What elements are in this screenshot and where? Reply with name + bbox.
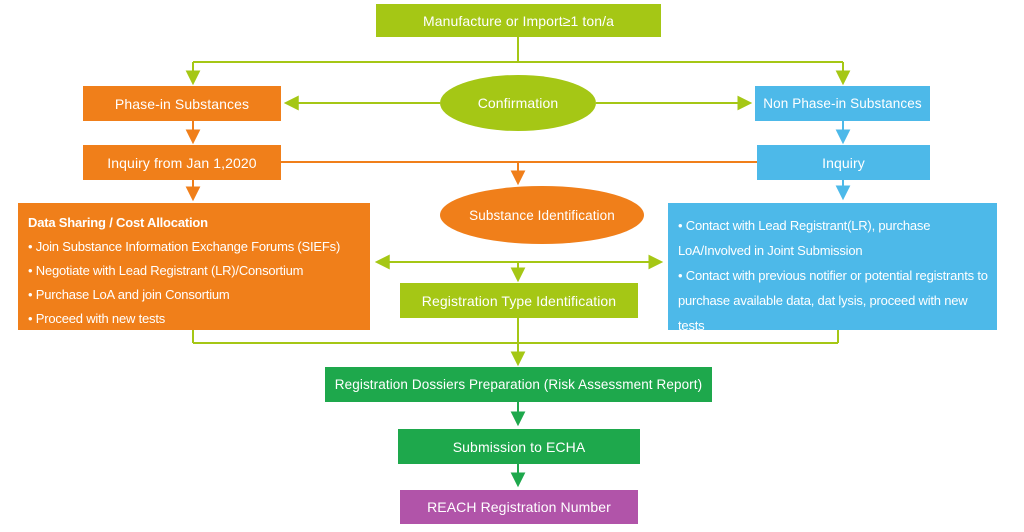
wire-rails: [192, 37, 843, 344]
node-substance-identification: Substance Identification: [440, 186, 644, 244]
node-registration-type-identification: Registration Type Identification: [400, 283, 638, 318]
node-phase-in-substances: Phase-in Substances: [83, 86, 281, 121]
node-submission-to-echa: Submission to ECHA: [398, 429, 640, 464]
data-sharing-bullet: • Negotiate with Lead Registrant (LR)/Co…: [28, 263, 304, 278]
node-confirmation: Confirmation: [440, 75, 596, 131]
node-registration-dossiers-preparation: Registration Dossiers Preparation (Risk …: [325, 367, 712, 402]
data-sharing-title: Data Sharing / Cost Allocation: [28, 215, 208, 230]
node-reach-registration-number: REACH Registration Number: [400, 490, 638, 524]
node-data-sharing-cost-allocation: Data Sharing / Cost Allocation • Join Su…: [18, 203, 370, 330]
node-inquiry-from-jan: Inquiry from Jan 1,2020: [83, 145, 281, 180]
data-sharing-bullet: • Purchase LoA and join Consortium: [28, 287, 230, 302]
joint-submission-bullet: • Contact with previous notifier or pote…: [678, 268, 988, 333]
node-non-phase-in-substances: Non Phase-in Substances: [755, 86, 930, 121]
data-sharing-bullet: • Join Substance Information Exchange Fo…: [28, 239, 341, 254]
node-joint-submission-options: • Contact with Lead Registrant(LR), purc…: [668, 203, 997, 333]
data-sharing-bullet: • Proceed with new tests: [28, 311, 166, 326]
node-inquiry: Inquiry: [757, 145, 930, 180]
joint-submission-bullet: • Contact with Lead Registrant(LR), purc…: [678, 218, 931, 258]
node-manufacture-or-import: Manufacture or Import≥1 ton/a: [376, 4, 661, 37]
